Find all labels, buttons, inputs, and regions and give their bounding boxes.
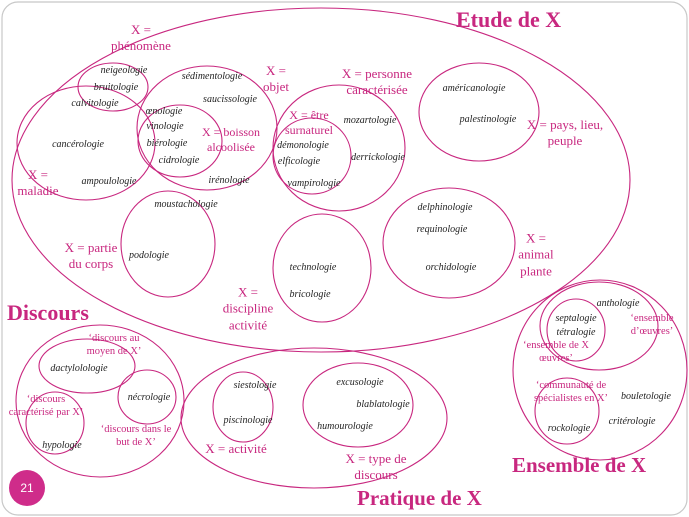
word-necrologie: nécrologie	[127, 392, 171, 403]
word-sedimentologie: sédimentologie	[181, 71, 243, 82]
word-blablatologie: blablatologie	[356, 399, 410, 410]
label-ensemble-x: ‘ensemble de X œuvres’	[523, 339, 589, 364]
word-technologie: technologie	[289, 262, 337, 273]
oeuvres-circle	[539, 281, 659, 371]
word-americanologie: américanologie	[442, 83, 506, 94]
personne-circle	[272, 84, 406, 212]
word-moustachologie: moustachologie	[154, 199, 218, 210]
label-communaute: ‘communauté de spécialistes en X’	[533, 379, 609, 404]
pays-circle	[418, 62, 540, 162]
word-demonologie: démonologie	[277, 140, 329, 151]
word-bricologie: bricologie	[289, 289, 331, 300]
moyen-circle	[38, 338, 136, 394]
maladie-circle	[16, 85, 156, 201]
word-piscinologie: piscinologie	[223, 415, 273, 426]
label-personne: X = personne caractérisée	[341, 65, 413, 97]
label-type: X = type de discours	[345, 450, 407, 482]
ensemble-x-circle	[546, 298, 606, 362]
word-irenologie: irénologie	[208, 175, 250, 186]
word-bouletologie: bouletologie	[621, 391, 671, 402]
word-cancerologie: cancérologie	[52, 139, 104, 150]
word-calvitologie: calvitologie	[71, 98, 119, 109]
partie-circle	[120, 190, 216, 298]
label-partie: X = partie du corps	[64, 239, 118, 271]
activite-circle	[212, 371, 274, 443]
pratique-outer-ellipse	[180, 347, 448, 489]
pratique-title: Pratique de X	[357, 486, 482, 510]
word-humourologie: humourologie	[317, 421, 373, 432]
word-vinologie: vinologie	[146, 121, 184, 132]
label-discipline: X = discipline activité	[222, 284, 274, 333]
but-circle	[117, 369, 177, 425]
word-orchidologie: orchidologie	[425, 262, 477, 273]
word-rockologie: rockologie	[547, 423, 591, 434]
label-oeuvres: ‘ensemble d’œuvres’	[630, 312, 674, 337]
label-activite: X = activité	[205, 440, 267, 456]
label-objet: X = objet	[263, 62, 289, 94]
word-hypologie: hypologie	[42, 440, 82, 451]
label-phenomene: X = phénomène	[111, 21, 171, 53]
page-number-badge: 21	[9, 470, 45, 506]
word-vampirologie: vampirologie	[287, 178, 341, 189]
discipline-circle	[272, 213, 372, 323]
word-requinologie: requinologie	[416, 224, 468, 235]
word-dactylolologie: dactylolologie	[50, 363, 108, 374]
word-ampoulologie: ampoulologie	[81, 176, 137, 187]
type-circle	[302, 362, 414, 448]
label-but: ‘discours dans le but de X’	[100, 423, 172, 448]
word-bruitologie: bruitologie	[93, 82, 139, 93]
etude-outer-ellipse	[11, 7, 631, 353]
word-excusologie: excusologie	[336, 377, 384, 388]
word-neigeologie: neigeologie	[100, 65, 148, 76]
word-palestinologie: palestinologie	[459, 114, 517, 125]
ensemble-outer-circle	[512, 279, 688, 461]
word-mozartologie: mozartologie	[343, 115, 397, 126]
discours-outer-circle	[15, 324, 185, 478]
word-podologie: podologie	[129, 250, 169, 261]
word-criterologie: critérologie	[608, 416, 656, 427]
word-siestologie: siestologie	[233, 380, 277, 391]
word-anthologie: anthologie	[596, 298, 640, 309]
communaute-circle	[534, 377, 600, 445]
word-oenologie: œnologie	[145, 106, 183, 117]
word-saucissologie: saucissologie	[203, 94, 257, 105]
label-caracterise: ‘discours caractérisé par X’	[8, 393, 84, 418]
ensemble-title: Ensemble de X	[512, 453, 647, 477]
label-boisson: X = boisson alcoolisée	[201, 125, 261, 154]
animal-circle	[382, 187, 516, 299]
word-tetralogie: tétralogie	[556, 327, 596, 338]
label-moyen: ‘discours au moyen de X’	[86, 332, 142, 357]
label-animal: X = animal plante	[518, 230, 554, 279]
word-elficologie: elficologie	[277, 156, 321, 167]
word-derrickologie: derrickologie	[351, 152, 405, 163]
phenomene-circle	[77, 62, 149, 112]
word-delphinologie: delphinologie	[417, 202, 473, 213]
label-etre: X = être surnaturel	[285, 108, 333, 137]
etude-title: Etude de X	[456, 7, 562, 32]
word-cidrologie: cidrologie	[158, 155, 200, 166]
caracterise-circle	[25, 391, 85, 455]
word-bierologie: biérologie	[146, 138, 188, 149]
etre-circle	[272, 117, 352, 195]
word-septalogie: septalogie	[555, 313, 597, 324]
discours-title: Discours	[7, 300, 89, 325]
boisson-circle	[137, 104, 223, 178]
label-maladie: X = maladie	[17, 166, 59, 198]
objet-circle	[136, 65, 278, 191]
label-pays: X = pays, lieu, peuple	[526, 116, 604, 148]
